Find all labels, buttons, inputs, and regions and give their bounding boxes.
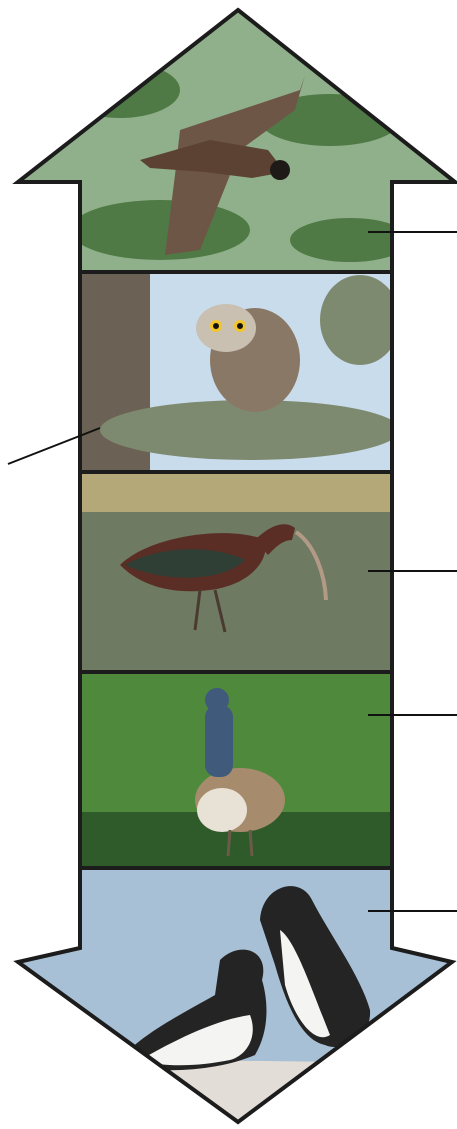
vulture-body: [140, 140, 285, 178]
tree-cluster: [290, 218, 410, 262]
ibis-neck: [255, 524, 295, 555]
bustard-neck: [205, 705, 233, 777]
panel-owl: [18, 272, 455, 472]
guillemot-sitting-belly: [140, 1015, 253, 1066]
vulture-head: [270, 160, 290, 180]
wetland-shore: [18, 472, 455, 512]
bustard-head: [205, 688, 229, 712]
rock: [120, 1060, 380, 1122]
double-arrow-outline: [12, 7, 457, 1125]
callout-line-owl: [7, 427, 101, 465]
owl-pupil: [213, 323, 219, 329]
bustard-legs: [226, 829, 254, 857]
guillemot-standing-belly: [280, 930, 330, 1038]
ibis-bill: [294, 530, 328, 601]
vulture-wing: [165, 75, 305, 255]
panel-bustard: [18, 672, 455, 868]
owl-face: [196, 304, 256, 352]
ibis-wing: [125, 549, 245, 578]
guillemot-standing: [260, 886, 371, 1047]
ibis-legs: [193, 589, 227, 633]
owl-pupil: [237, 323, 243, 329]
callout-lines: [7, 231, 457, 912]
tree-cluster: [70, 200, 250, 260]
bustard-belly: [197, 788, 247, 832]
lichen-branch: [320, 275, 400, 365]
lichen-branch: [100, 400, 400, 460]
